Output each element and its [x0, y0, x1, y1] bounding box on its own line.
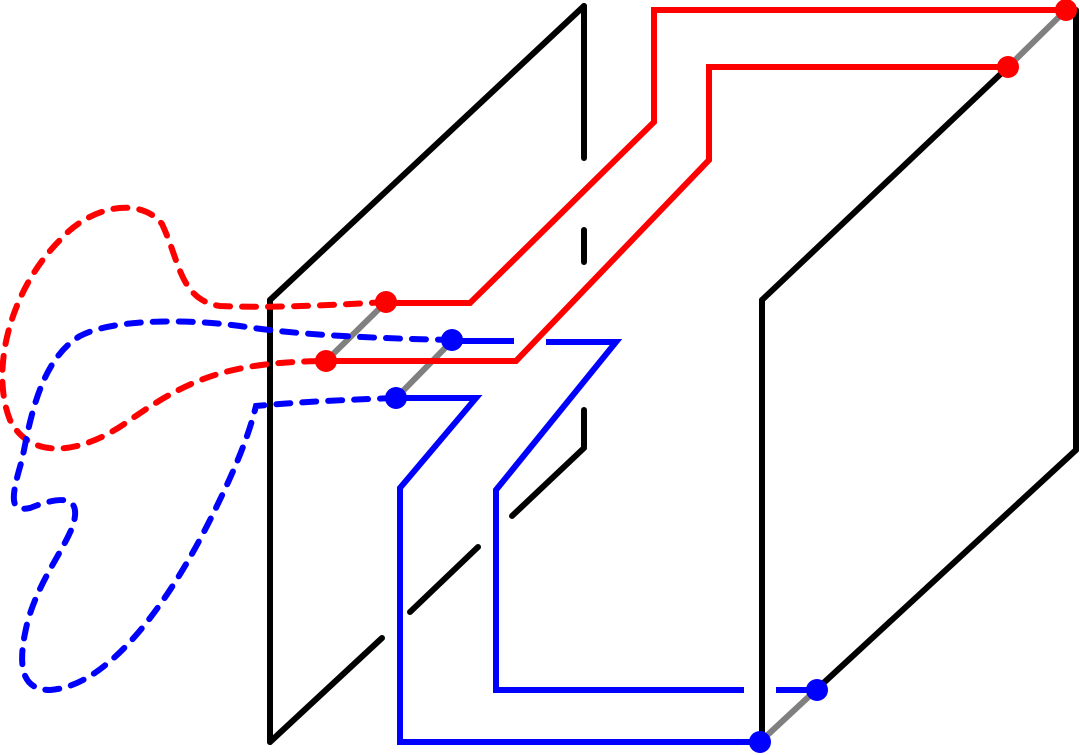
left-panel-bottom-edge-3 [267, 635, 385, 745]
gray-edge-top-right [1005, 7, 1069, 70]
left-panel-bottom-edge-1 [509, 445, 587, 519]
red-dot-top-right [1055, 0, 1077, 21]
left-panel-top-edge [267, 3, 587, 303]
left-panel-bottom-edge-2 [407, 544, 481, 615]
blue-strands [396, 338, 817, 745]
red-strands [326, 7, 1066, 364]
blue-strand-inner-b [493, 339, 744, 693]
blue-dashed-loop [10, 318, 455, 694]
endpoint-dots [315, 0, 1077, 753]
right-panel-bottom-edge [814, 447, 1079, 692]
gray-edge-bottom-right [757, 686, 820, 745]
right-panel [759, 7, 1079, 745]
blue-strand-outer [396, 395, 760, 745]
left-panel [267, 3, 587, 745]
blue-dot-left-lower [385, 387, 407, 409]
right-panel-top-edge [759, 64, 1011, 303]
red-dashed-loop [0, 204, 389, 452]
gray-edge-left-upper [323, 299, 389, 364]
gray-edge-left-lower [393, 338, 455, 401]
red-dot-inner-right [997, 56, 1019, 78]
red-strand-inner [326, 64, 1008, 364]
red-strand-outer [386, 7, 1066, 306]
blue-dot-bottom-right-lower [749, 731, 771, 753]
red-dashed-loop-path [0, 204, 389, 452]
blue-dot-bottom-right-upper [806, 679, 828, 701]
red-dot-left-lower [315, 350, 337, 372]
blue-dashed-loop-path [10, 318, 455, 694]
red-dot-left-upper [375, 291, 397, 313]
gray-edge-segments [323, 7, 1069, 745]
blue-dot-left-upper [441, 329, 463, 351]
